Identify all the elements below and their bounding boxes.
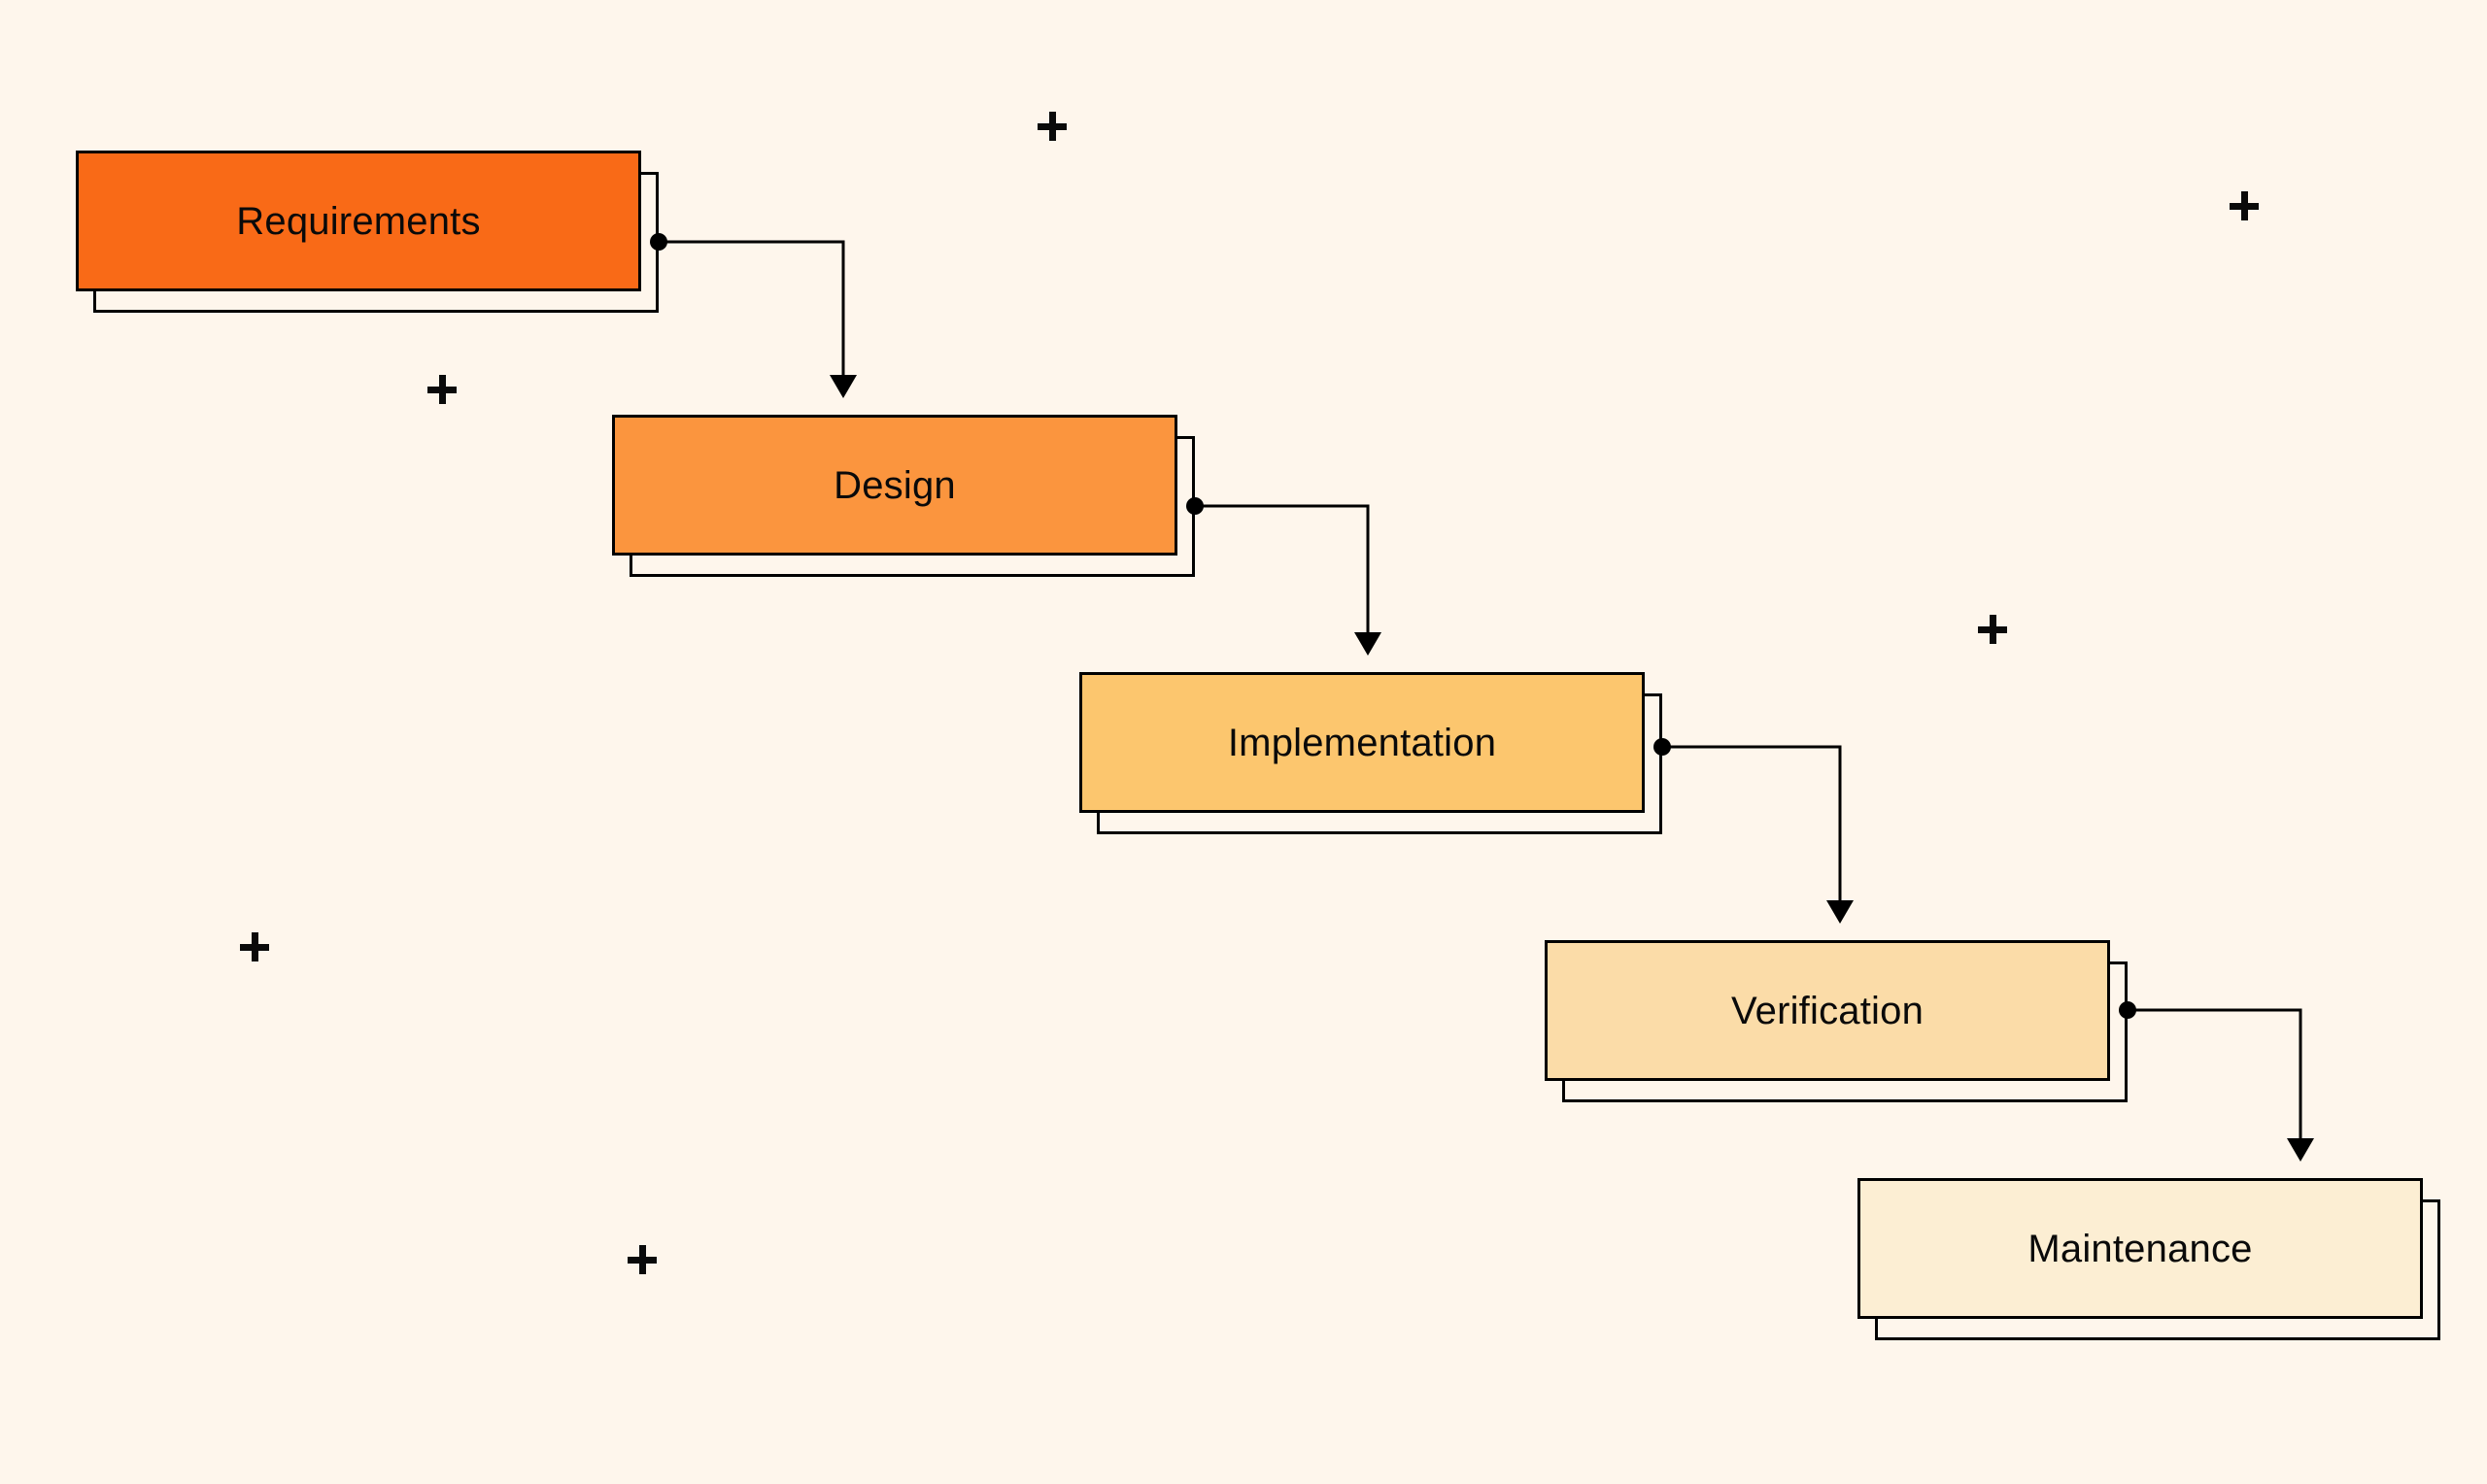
node-face-design[interactable]: Design — [612, 415, 1177, 556]
edge-design-implementation — [1186, 497, 1381, 656]
plus-icon — [628, 1245, 657, 1274]
node-label-maintenance: Maintenance — [2027, 1227, 2253, 1270]
edge-design-implementation-arrowhead-icon — [1354, 632, 1381, 656]
node-face-maintenance[interactable]: Maintenance — [1857, 1178, 2423, 1319]
plus-icon — [240, 932, 269, 961]
node-design[interactable]: Design — [612, 415, 1195, 577]
node-label-implementation: Implementation — [1227, 721, 1497, 764]
node-label-verification: Verification — [1730, 989, 1925, 1032]
edge-verification-maintenance-arrowhead-icon — [2287, 1138, 2314, 1162]
node-face-implementation[interactable]: Implementation — [1079, 672, 1645, 813]
edge-implementation-verification-line — [1662, 745, 1842, 918]
node-implementation[interactable]: Implementation — [1079, 672, 1662, 834]
node-label-requirements: Requirements — [236, 199, 481, 243]
node-verification[interactable]: Verification — [1545, 940, 2128, 1102]
plus-icon — [1978, 615, 2007, 644]
edge-requirements-design — [650, 233, 857, 398]
edge-implementation-verification-arrowhead-icon — [1826, 900, 1854, 924]
edge-design-implementation-line — [1195, 504, 1370, 650]
edge-verification-maintenance — [2119, 1001, 2314, 1162]
node-label-design: Design — [834, 463, 956, 507]
plus-icon — [427, 375, 457, 404]
edge-requirements-design-arrowhead-icon — [830, 375, 857, 398]
node-maintenance[interactable]: Maintenance — [1857, 1178, 2440, 1340]
node-requirements[interactable]: Requirements — [76, 151, 659, 313]
node-face-verification[interactable]: Verification — [1545, 940, 2110, 1081]
edge-verification-maintenance-line — [2128, 1008, 2302, 1156]
edge-requirements-design-line — [659, 240, 845, 392]
plus-icon — [1038, 112, 1067, 141]
node-face-requirements[interactable]: Requirements — [76, 151, 641, 291]
edge-implementation-verification — [1653, 738, 1854, 924]
plus-icon — [2230, 191, 2259, 220]
